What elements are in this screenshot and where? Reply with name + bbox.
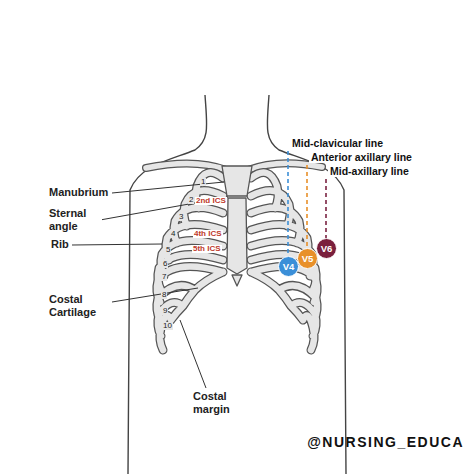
- part-label: Sternal angle: [48, 207, 102, 232]
- sternum: [222, 166, 252, 286]
- rib-number: 3: [178, 213, 184, 221]
- rib-number: 2: [188, 196, 194, 204]
- part-label: Manubrium: [48, 186, 109, 199]
- rib-number: 9: [162, 307, 168, 315]
- watermark: @NURSING_EDUCA: [307, 434, 464, 450]
- costal-margin-leader: [180, 320, 206, 388]
- part-label: Rib: [50, 238, 70, 251]
- electrode-circle: V6: [316, 238, 337, 259]
- rib-number: 8: [161, 291, 167, 299]
- manubrium-leader: [112, 182, 224, 193]
- rib-number: 5: [165, 246, 171, 254]
- rib-number: 4: [170, 230, 176, 238]
- mid-clavicular-line: [287, 151, 289, 266]
- costal-cartilage-leader: [112, 288, 198, 302]
- electrode-circle: V4: [278, 256, 299, 277]
- electrode-label: V5: [302, 254, 314, 264]
- rib-number: 7: [161, 273, 167, 281]
- intercostal-space-label: 2nd ICS: [195, 197, 227, 205]
- xiphoid-process: [232, 275, 242, 286]
- line-label: Mid-clavicular line: [290, 137, 385, 149]
- sternal-angle-leader: [100, 197, 228, 220]
- intercostal-space-label: 5th ICS: [192, 245, 222, 253]
- electrode-circle: V5: [297, 248, 318, 269]
- electrode-label: V6: [321, 244, 333, 254]
- manubrium-bone: [222, 166, 252, 196]
- sternum-body: [227, 198, 247, 274]
- electrode-label: V4: [283, 262, 295, 272]
- line-label: Anterior axillary line: [309, 151, 414, 163]
- anterior-axillary-line: [306, 165, 308, 258]
- part-label: Costal margin: [192, 390, 246, 415]
- rib-number: 10: [162, 322, 173, 330]
- line-label: Mid-axillary line: [328, 165, 411, 177]
- rib-leader: [72, 244, 162, 245]
- intercostal-space-label: 4th ICS: [193, 230, 223, 238]
- rib-number: 6: [162, 260, 168, 268]
- rib-number: 1: [200, 178, 206, 186]
- part-label: Costal Cartilage: [48, 293, 112, 318]
